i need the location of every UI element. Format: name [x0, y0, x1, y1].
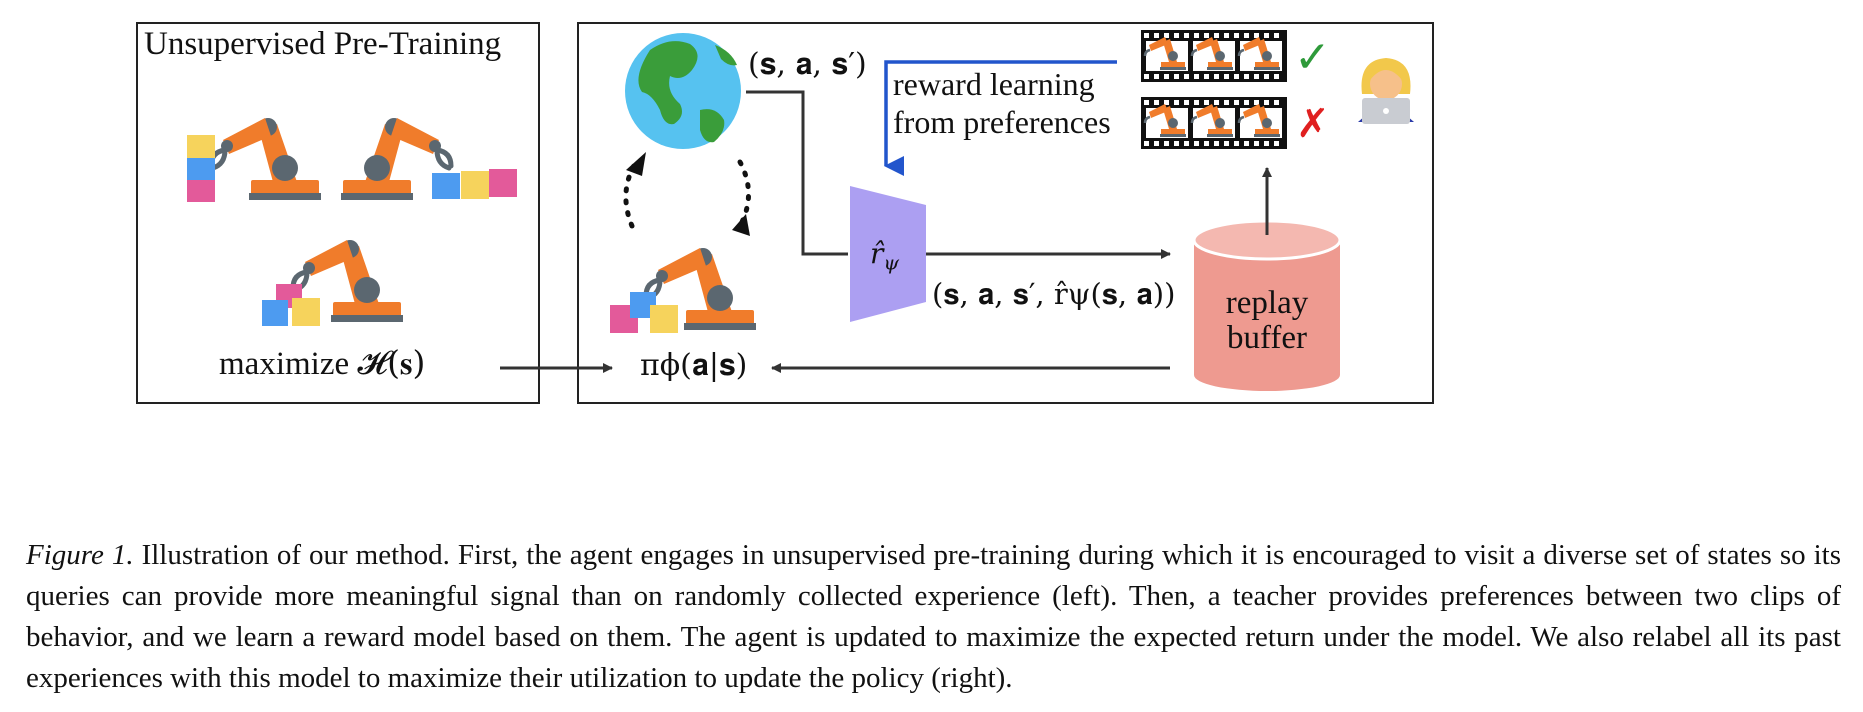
- relabeled-tuple: (𝐬, 𝐚, 𝐬′, r̂ψ(𝐬, 𝐚)): [932, 277, 1176, 311]
- reward-model-symbol: r̂: [870, 237, 884, 270]
- reward-learning-line1: reward learning: [893, 66, 1095, 102]
- preferred-clip: [1141, 30, 1287, 82]
- replay-buffer-cylinder: [1192, 219, 1342, 391]
- reward-model-shape: [850, 186, 926, 322]
- cross-icon: ✗: [1296, 101, 1330, 147]
- objective-math: 𝓗(𝐬): [357, 343, 426, 382]
- pretraining-title: Unsupervised Pre-Training: [144, 26, 502, 62]
- pretraining-panel: [136, 22, 540, 404]
- pretraining-objective: maximize 𝓗(𝐬): [219, 346, 425, 381]
- rejected-clip: [1141, 97, 1287, 149]
- teacher-icon: [1358, 58, 1414, 124]
- replay-buffer-line1: replay: [1225, 285, 1309, 321]
- transition-label: (𝐬, 𝐚, 𝐬′): [748, 47, 867, 82]
- replay-buffer-line2: buffer: [1226, 320, 1308, 356]
- robot-stacking-blocks: [187, 118, 321, 202]
- agent-robot: [610, 248, 756, 333]
- robot-scattered-blocks: [262, 240, 403, 326]
- robot-lining-blocks: [341, 118, 517, 200]
- interaction-loop: [623, 152, 752, 236]
- objective-prefix: maximize: [219, 346, 350, 382]
- reward-model-label: r̂ψ: [870, 240, 899, 273]
- reward-model-subscript: ψ: [883, 250, 900, 275]
- caption-text: Illustration of our method. First, the a…: [26, 539, 1841, 694]
- reward-learning-line2: from preferences: [893, 104, 1111, 140]
- figure-label: Figure 1.: [26, 539, 134, 571]
- policy-label: πϕ(𝐚|𝐬): [640, 348, 748, 383]
- globe-icon: [625, 33, 741, 149]
- figure-caption: Figure 1. Illustration of our method. Fi…: [26, 535, 1841, 699]
- check-icon: ✓: [1294, 32, 1331, 83]
